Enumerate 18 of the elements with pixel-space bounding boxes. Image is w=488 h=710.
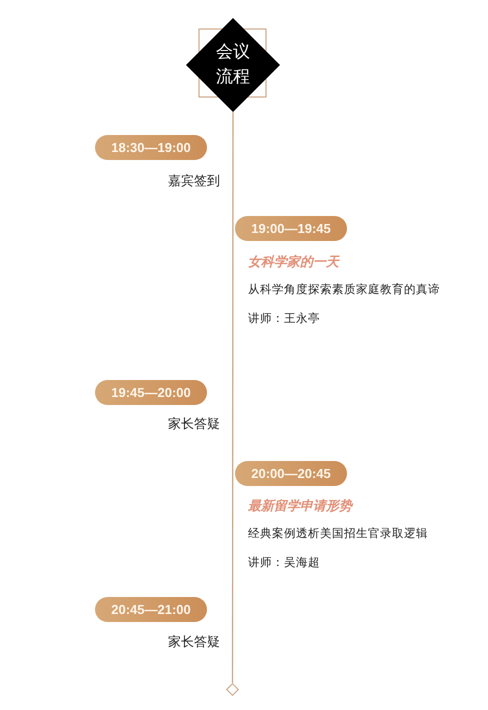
time-pill: 19:00—19:45 [235,216,347,241]
time-pill: 19:45—20:00 [95,380,207,405]
title-text: 会议流程 [215,41,251,89]
talk-subtitle: 经典案例透析美国招生官录取逻辑 [248,526,428,541]
speaker-text: 讲师：王永亭 [248,311,320,326]
talk-title: 最新留学申请形势 [248,498,352,515]
time-pill: 20:45—21:00 [95,597,207,622]
session-name: 嘉宾签到 [168,173,220,190]
session-name: 家长答疑 [168,634,220,651]
timeline-line [232,112,234,683]
speaker-text: 讲师：吴海超 [248,555,320,570]
session-name: 家长答疑 [168,416,220,433]
talk-title: 女科学家的一天 [248,254,339,271]
time-pill: 20:00—20:45 [235,461,347,486]
talk-subtitle: 从科学角度探索素质家庭教育的真谛 [248,282,440,297]
time-pill: 18:30—19:00 [95,135,207,160]
title-diamond [186,18,280,112]
end-diamond [226,683,239,696]
